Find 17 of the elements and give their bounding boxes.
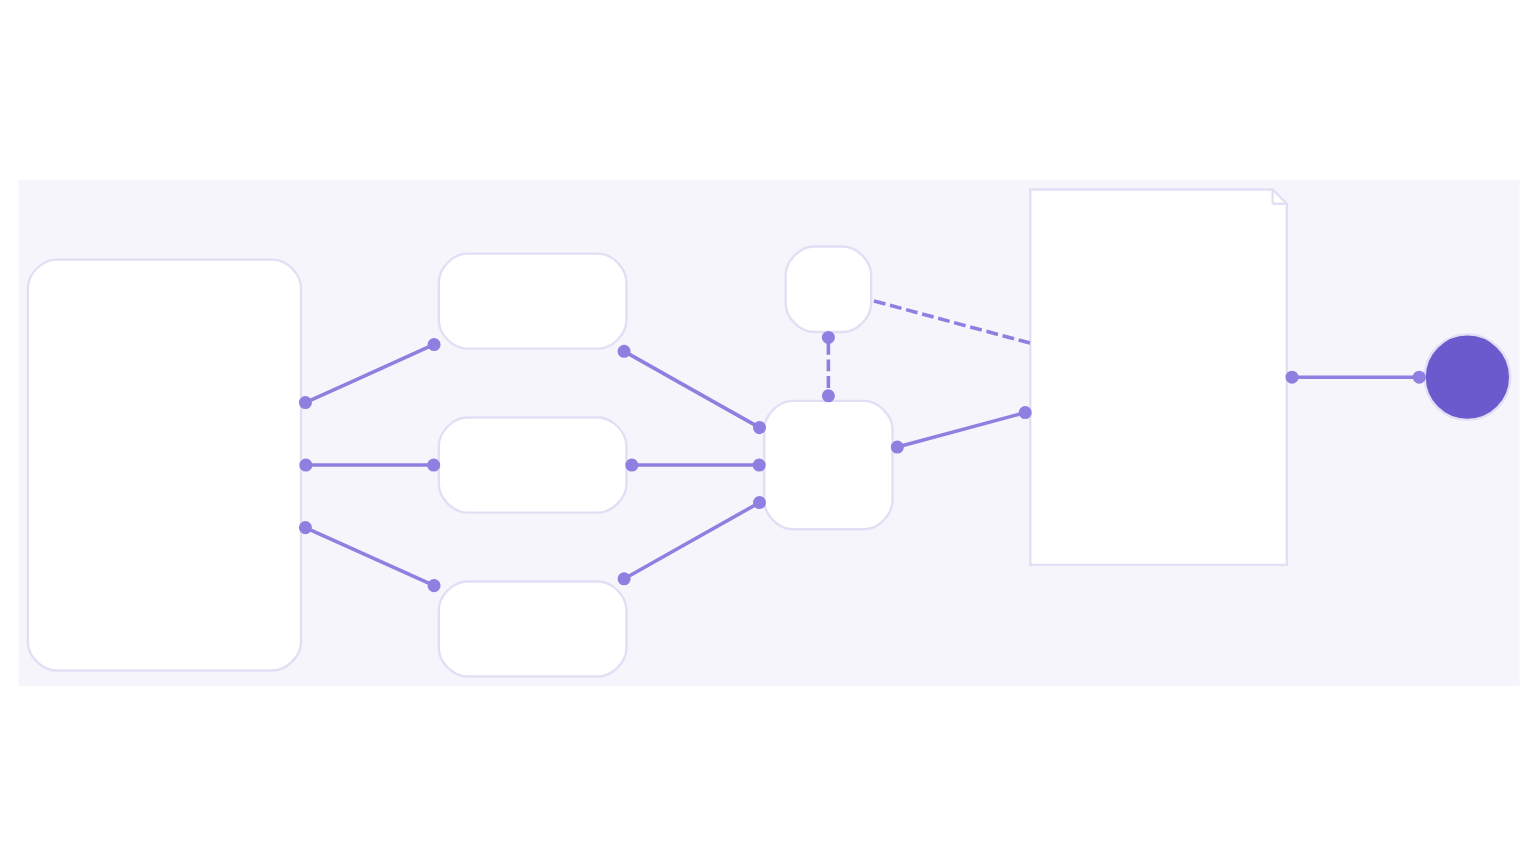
connector [869, 297, 1030, 344]
connector [616, 343, 766, 434]
connector [298, 457, 440, 471]
node-box [436, 415, 627, 513]
node-circle [1422, 332, 1511, 421]
connector [624, 457, 765, 471]
connector [820, 329, 834, 402]
node-box [436, 579, 627, 677]
node-box [783, 244, 872, 333]
node-box [436, 251, 627, 349]
connector [616, 495, 766, 585]
connector [297, 337, 440, 409]
connector [1284, 369, 1425, 383]
connector [297, 520, 440, 592]
node-box [25, 257, 302, 671]
node-box [762, 398, 893, 530]
connector [889, 405, 1031, 453]
